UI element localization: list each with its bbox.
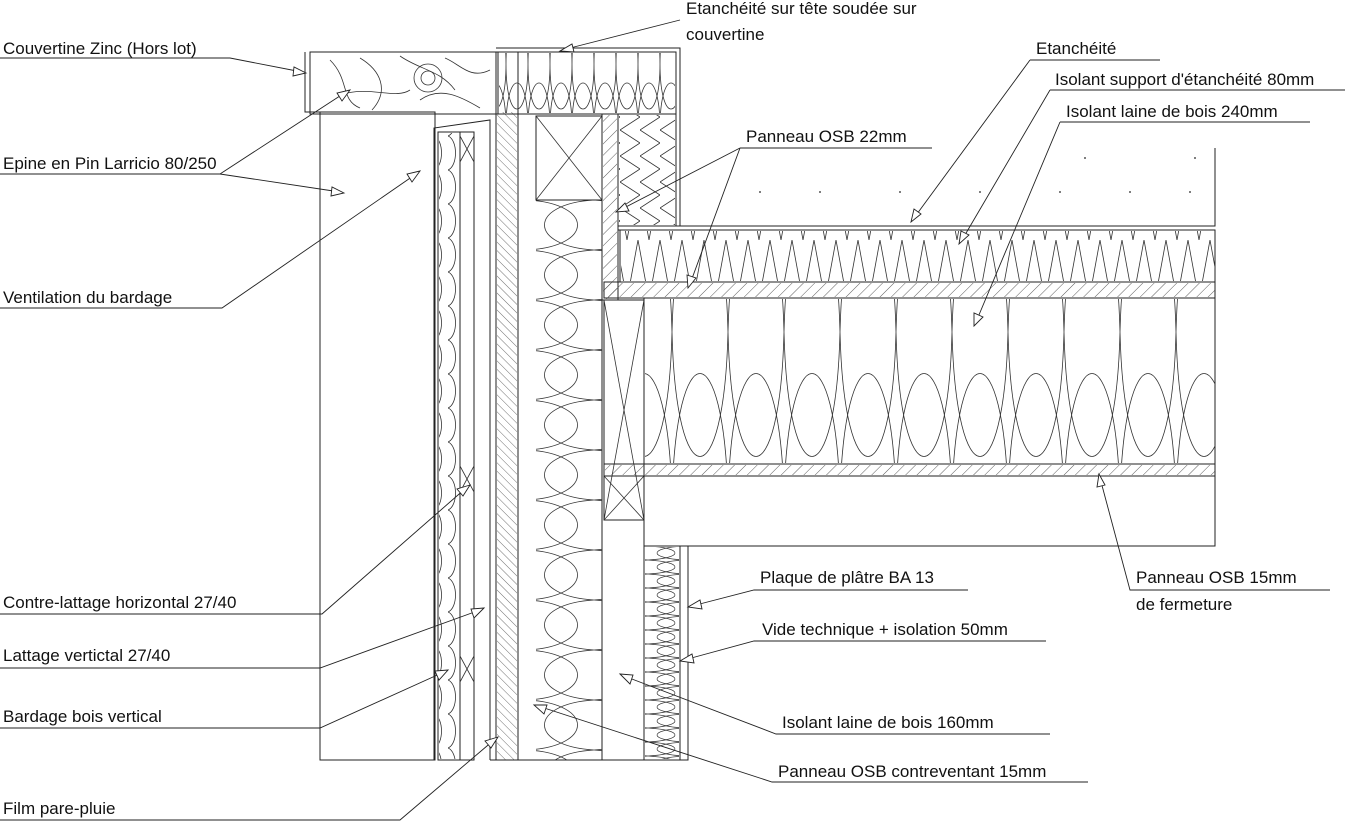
label-osb-22: Panneau OSB 22mm xyxy=(614,127,932,290)
svg-text:Isolant laine de bois 240mm: Isolant laine de bois 240mm xyxy=(1066,102,1278,121)
bardage-cladding xyxy=(437,131,461,761)
svg-text:Panneau OSB 22mm: Panneau OSB 22mm xyxy=(746,127,907,146)
label-vide-technique: Vide technique + isolation 50mm xyxy=(678,620,1046,664)
svg-text:Lattage vertictal 27/40: Lattage vertictal 27/40 xyxy=(3,646,170,665)
label-osb-15: Panneau OSB 15mm de fermeture xyxy=(1096,472,1330,614)
svg-text:Etanchéité: Etanchéité xyxy=(1036,39,1116,58)
vide-technique xyxy=(643,545,681,761)
label-isolant-support: Isolant support d'étanchéité 80mm xyxy=(958,70,1345,246)
lattage-vertical xyxy=(459,131,475,761)
osb-contreventant xyxy=(495,51,519,761)
svg-text:couvertine: couvertine xyxy=(686,25,764,44)
svg-text:Couvertine Zinc (Hors lot): Couvertine Zinc (Hors lot) xyxy=(3,39,197,58)
svg-text:Film pare-pluie: Film pare-pluie xyxy=(3,799,115,818)
svg-text:Etanchéité sur tête soudée sur: Etanchéité sur tête soudée sur xyxy=(686,0,917,18)
isolant-160 xyxy=(517,113,603,761)
svg-text:Bardage bois vertical: Bardage bois vertical xyxy=(3,707,162,726)
svg-text:Isolant laine de bois 160mm: Isolant laine de bois 160mm xyxy=(782,713,994,732)
label-etancheite-tete: Etanchéité sur tête soudée sur couvertin… xyxy=(558,0,917,53)
svg-text:Panneau OSB contreventant 15mm: Panneau OSB contreventant 15mm xyxy=(778,762,1046,781)
label-couvertine: Couvertine Zinc (Hors lot) xyxy=(0,39,308,77)
label-isolant-240: Isolant laine de bois 240mm xyxy=(973,102,1310,328)
epine-timber xyxy=(319,111,436,761)
svg-text:Vide technique + isolation 50m: Vide technique + isolation 50mm xyxy=(762,620,1008,639)
plaque-platre xyxy=(679,545,689,761)
svg-text:de fermeture: de fermeture xyxy=(1136,595,1232,614)
svg-text:Epine en Pin Larricio 80/250: Epine en Pin Larricio 80/250 xyxy=(3,154,217,173)
label-epine: Epine en Pin Larricio 80/250 xyxy=(0,89,352,197)
couvertine-cap xyxy=(304,51,499,115)
label-isolant-160: Isolant laine de bois 160mm xyxy=(618,673,1050,735)
roof-osb-22 xyxy=(603,281,1216,299)
label-lattage: Lattage vertictal 27/40 xyxy=(0,607,486,669)
svg-text:Isolant support d'étanchéité 8: Isolant support d'étanchéité 80mm xyxy=(1055,70,1314,89)
label-etancheite: Etanchéité xyxy=(910,39,1160,224)
roof-isolant-support xyxy=(619,229,1216,283)
svg-text:Ventilation du bardage: Ventilation du bardage xyxy=(3,288,172,307)
roof-osb-15 xyxy=(603,463,1216,547)
label-contre-lattage: Contre-lattage horizontal 27/40 xyxy=(0,484,472,615)
roof-surface-dots xyxy=(759,157,1196,193)
svg-text:Plaque de plâtre BA 13: Plaque de plâtre BA 13 xyxy=(760,568,934,587)
label-ventilation: Ventilation du bardage xyxy=(0,170,422,309)
ventilation-gap xyxy=(433,119,491,760)
label-osb-contreventant: Panneau OSB contreventant 15mm xyxy=(532,704,1088,783)
roof-isolant-240 xyxy=(643,297,1216,465)
label-platre: Plaque de plâtre BA 13 xyxy=(686,568,968,610)
label-film: Film pare-pluie xyxy=(0,736,500,821)
svg-text:Contre-lattage horizontal 27/4: Contre-lattage horizontal 27/40 xyxy=(3,593,236,612)
svg-text:Panneau OSB 15mm: Panneau OSB 15mm xyxy=(1136,568,1297,587)
label-bardage: Bardage bois vertical xyxy=(0,669,450,729)
isolant-tete xyxy=(496,47,681,227)
